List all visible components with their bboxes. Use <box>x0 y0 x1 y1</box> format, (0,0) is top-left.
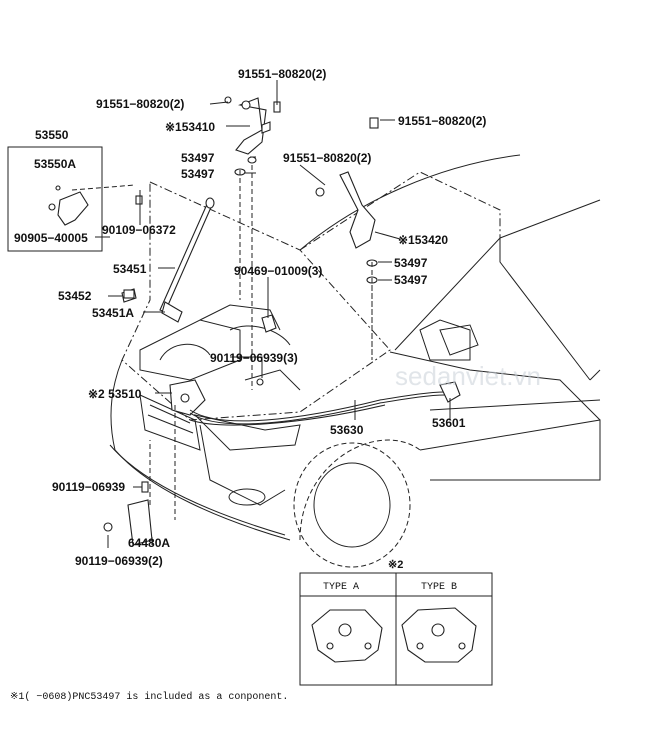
label-53420: ※153420 <box>398 233 448 247</box>
release-cable <box>189 381 461 425</box>
inset-type-b: TYPE B <box>421 582 457 593</box>
label-53497-a: 53497 <box>181 151 215 165</box>
label-53550a: 53550A <box>34 157 76 171</box>
lock-type-inset: ※2 TYPE A TYPE B <box>299 559 493 686</box>
label-53550: 53550 <box>35 128 69 142</box>
label-64480a: 64480A <box>128 536 170 550</box>
label-90469: 90469−01009(3) <box>234 264 322 278</box>
label-90905: 90905−40005 <box>14 231 88 245</box>
inset-type-a: TYPE A <box>323 582 359 593</box>
label-90109: 90109−06372 <box>102 223 176 237</box>
label-53497-c: 53497 <box>394 256 428 270</box>
label-53510: ※2 53510 <box>88 387 142 401</box>
car-body-outline <box>109 154 601 568</box>
label-91551-right: 91551−80820(2) <box>398 114 486 128</box>
label-91551-left: 91551−80820(2) <box>96 97 184 111</box>
label-90119-mid: 90119−06939(3) <box>210 351 298 365</box>
label-53497-b: 53497 <box>181 167 215 181</box>
release-handle-assy <box>7 146 103 252</box>
label-53451a: 53451A <box>92 306 134 320</box>
label-91551-mid: 91551−80820(2) <box>283 151 371 165</box>
fasteners <box>123 195 277 386</box>
label-53452: 53452 <box>58 289 92 303</box>
label-53410: ※153410 <box>165 120 215 134</box>
label-91551-top: 91551−80820(2) <box>238 67 326 81</box>
hood-hinge-left <box>224 96 281 176</box>
hood-lock <box>169 379 206 416</box>
watermark: sedanviet.vn <box>395 361 541 391</box>
leader-lines <box>71 80 451 548</box>
label-90119-b: 90119−06939(2) <box>75 554 163 568</box>
part-labels: 91551−80820(2) 91551−80820(2) 91551−8082… <box>14 67 486 568</box>
label-53451: 53451 <box>113 262 147 276</box>
label-90119-a: 90119−06939 <box>52 480 125 494</box>
hood-support-rod <box>121 197 215 323</box>
label-53497-d: 53497 <box>394 273 428 287</box>
label-53601: 53601 <box>432 416 466 430</box>
engine-bay <box>139 304 301 391</box>
footnote: ※1( −0608)PNC53497 is included as a conp… <box>10 691 288 703</box>
label-53630: 53630 <box>330 423 364 437</box>
hood-hinge-right <box>315 117 379 284</box>
inset-marker: ※2 <box>388 559 403 571</box>
